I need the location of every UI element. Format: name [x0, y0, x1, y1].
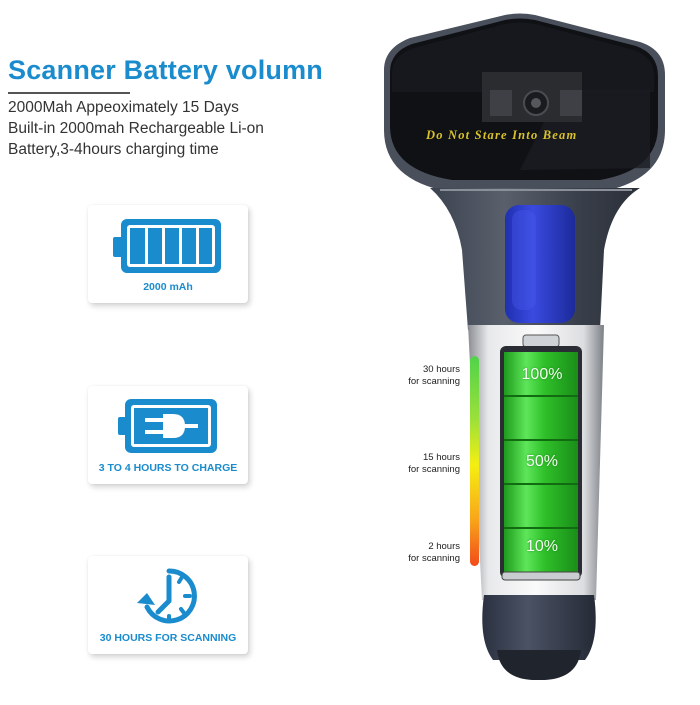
- battery-full-icon: [88, 213, 248, 277]
- gauge-caption: for scanning: [408, 464, 460, 475]
- feature-card-scanning: 30 HOURS FOR SCANNING: [88, 556, 248, 654]
- page-title: Scanner Battery volumn: [8, 55, 323, 85]
- gauge-label-2h: 2 hours for scanning: [360, 541, 460, 565]
- title-divider: [8, 92, 130, 94]
- beam-warning-text: Do Not Stare Into Beam: [426, 128, 578, 142]
- description-line: Battery,3-4hours charging time: [8, 141, 219, 158]
- gauge-hours: 15 hours: [423, 452, 460, 463]
- gauge-hours: 2 hours: [428, 541, 460, 552]
- description-line: Built-in 2000mah Rechargeable Li-on: [8, 120, 264, 137]
- feature-card-capacity: 2000 mAh: [88, 205, 248, 303]
- battery-level-100: 100%: [521, 366, 563, 383]
- battery-plug-icon: [88, 394, 248, 458]
- battery-level-50: 50%: [525, 453, 559, 470]
- card-label: 3 TO 4 HOURS TO CHARGE: [98, 462, 238, 474]
- gauge-caption: for scanning: [408, 553, 460, 564]
- gauge-caption: for scanning: [408, 376, 460, 387]
- card-label: 2000 mAh: [143, 281, 193, 293]
- description: 2000Mah Appeoximately 15 Days Built-in 2…: [8, 97, 264, 160]
- card-label: 30 HOURS FOR SCANNING: [99, 632, 237, 644]
- gauge-label-15h: 15 hours for scanning: [360, 452, 460, 476]
- battery-level-10: 10%: [525, 538, 559, 555]
- battery-gauge-bar: [470, 356, 479, 566]
- gauge-label-30h: 30 hours for scanning: [360, 364, 460, 388]
- clock-refresh-icon: [88, 564, 248, 628]
- description-line: 2000Mah Appeoximately 15 Days: [8, 99, 239, 116]
- feature-card-charging: 3 TO 4 HOURS TO CHARGE: [88, 386, 248, 484]
- gauge-hours: 30 hours: [423, 364, 460, 375]
